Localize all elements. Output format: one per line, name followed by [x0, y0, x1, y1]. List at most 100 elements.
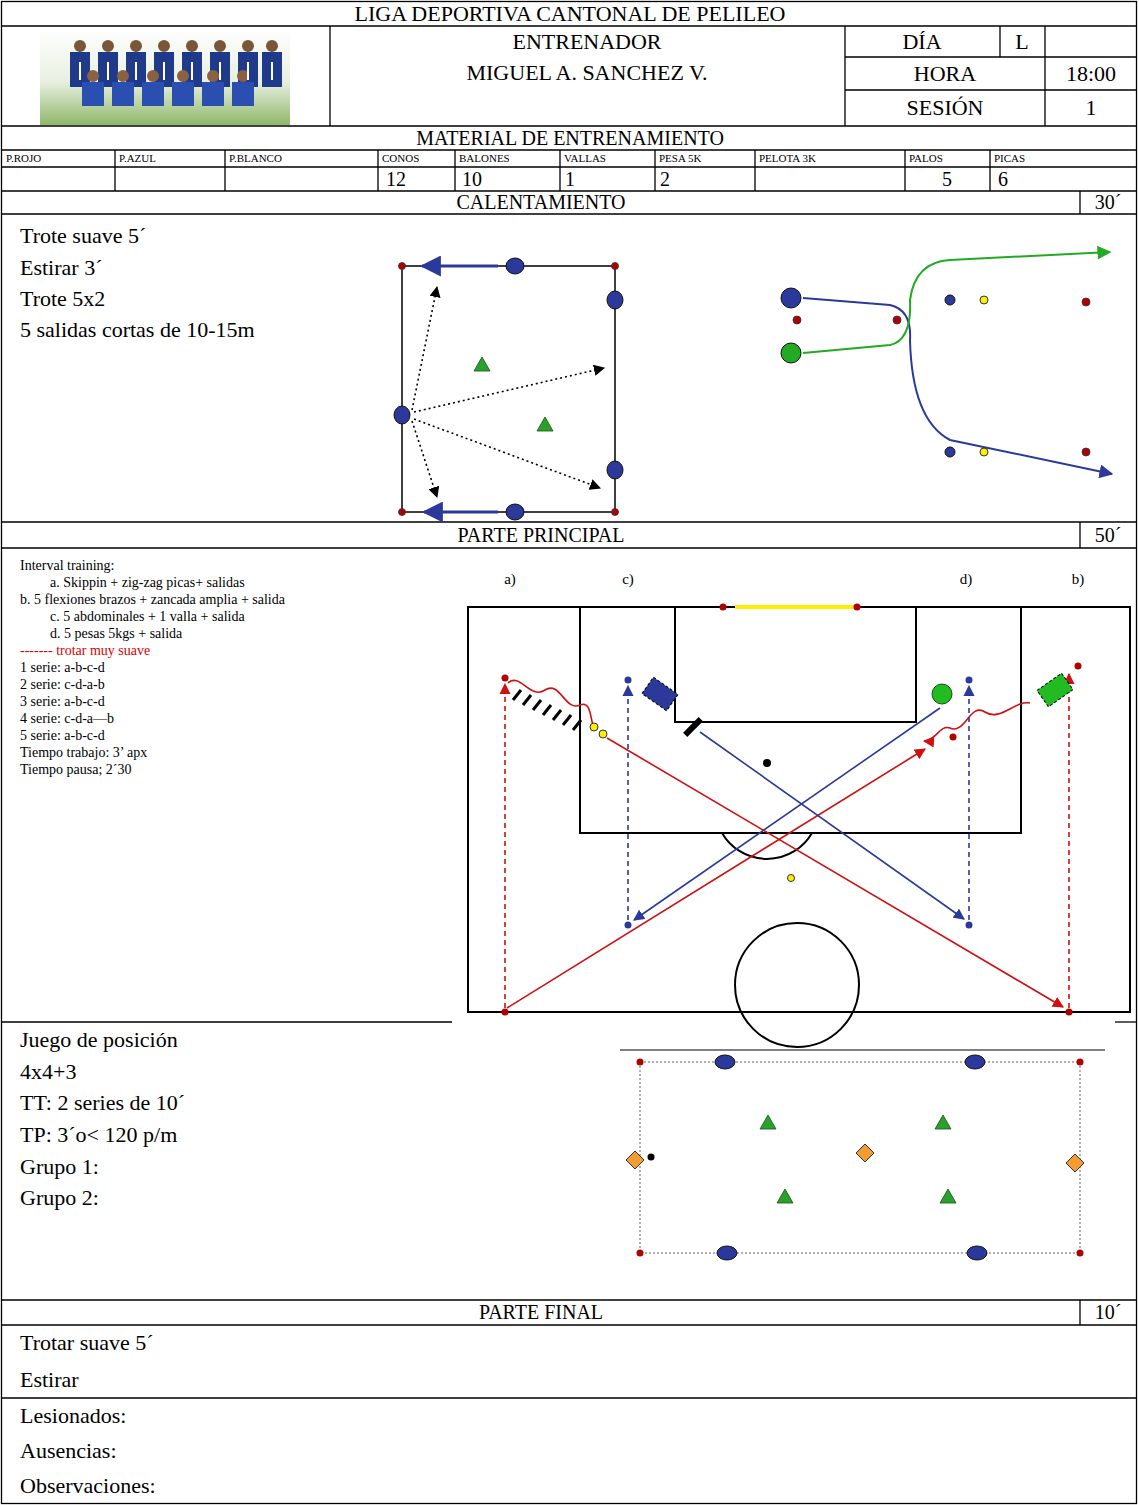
series-text: 4 serie: c-d-a—b [20, 711, 114, 727]
grid-line [2, 149, 1137, 150]
section-heading: CALENTAMIENTO [456, 191, 625, 214]
header-text: HORA [914, 61, 976, 86]
exercise-text: Juego de posición [20, 1027, 178, 1052]
series-text: 5 serie: a-b-c-d [20, 728, 105, 744]
material-count: 6 [998, 168, 1008, 191]
grid-line [904, 150, 905, 191]
grid-line [845, 89, 1137, 90]
goal [735, 605, 855, 609]
interval-field [468, 604, 1130, 1048]
pass-arrow [412, 287, 437, 410]
grid-line [654, 150, 655, 191]
grid-line [989, 150, 990, 191]
grid-line [2, 1299, 1137, 1300]
marker-dot [966, 677, 973, 684]
grid-line [224, 150, 225, 191]
player-figures [82, 82, 254, 106]
drawing-part [399, 263, 619, 516]
cone [1077, 1250, 1084, 1257]
penalty-box [580, 607, 1021, 833]
note-field: Lesionados: [20, 1403, 126, 1428]
grid-line [2, 1324, 1137, 1325]
material-label: PELOTA 3K [759, 152, 816, 165]
warmup-split-drill [781, 252, 1112, 474]
pole [590, 723, 598, 731]
exercise-text: 4x4+3 [20, 1059, 76, 1084]
center-circle [735, 923, 859, 1047]
joker-diamond [626, 1151, 644, 1169]
header-value: 18:00 [1066, 61, 1116, 86]
team-photo [40, 29, 290, 125]
exercise-text: Trote 5x2 [20, 286, 105, 311]
cone [502, 1009, 509, 1016]
pass-arrow [412, 421, 437, 497]
material-label: VALLAS [564, 152, 606, 165]
header-text: SESIÓN [906, 95, 983, 120]
note-field: Observaciones: [20, 1473, 156, 1498]
legend-note: ------- trotar muy suave [20, 643, 150, 659]
goal-area [675, 607, 916, 722]
cone [893, 316, 901, 324]
goal-post [720, 604, 727, 611]
drill-area [402, 266, 615, 512]
agility-ladder [513, 690, 581, 730]
defender-triangle [940, 1189, 956, 1203]
material-label: BALONES [459, 152, 510, 165]
exercise-mat [1037, 673, 1073, 707]
exercise-text: TT: 2 series de 10´ [20, 1090, 185, 1115]
photo-background [40, 29, 290, 125]
exercise-text: Estirar 3´ [20, 255, 102, 280]
marker-dot [625, 922, 632, 929]
material-count: 5 [942, 168, 952, 191]
grid-line [377, 150, 378, 191]
shirt-stripes [80, 62, 272, 80]
grid-line [2, 213, 1137, 214]
drawing-part [625, 677, 973, 929]
grid-line [754, 150, 755, 191]
grid-line [1044, 26, 1045, 126]
marker-dot [945, 447, 955, 457]
station-letter: d) [960, 571, 973, 588]
header-value: L [1015, 29, 1028, 54]
ball [648, 1154, 655, 1161]
timing-text: Tiempo pausa; 2´30 [20, 762, 131, 778]
cone [1075, 663, 1082, 670]
grid-line [2, 166, 1137, 167]
material-count: 12 [386, 168, 406, 191]
station-letter: b) [1072, 571, 1085, 588]
penalty-spot [763, 759, 771, 767]
cone [502, 675, 509, 682]
cone [1082, 448, 1090, 456]
drawing-part [793, 298, 1090, 456]
hurdle [683, 717, 703, 737]
drawing-part [626, 1144, 1084, 1172]
exercise-mat [642, 677, 678, 711]
exercise-text: Trote suave 5´ [20, 223, 146, 248]
exercise-text: TP: 3´o< 120 p/m [20, 1122, 177, 1147]
ladder-rung [563, 715, 571, 725]
warmup-square-drill [394, 258, 623, 520]
cone [793, 316, 801, 324]
field-outline [468, 607, 1130, 1012]
header-text: ENTRENADOR [512, 29, 661, 54]
grid-line [1079, 1300, 1080, 1325]
cone [950, 734, 957, 741]
section-heading: MATERIAL DE ENTRENAMIENTO [416, 127, 724, 150]
grid-line [1115, 1021, 1137, 1022]
grid-line [844, 26, 845, 126]
player [781, 288, 801, 308]
joker-diamond [1066, 1154, 1084, 1172]
sprint-arrow [607, 738, 1063, 1007]
exercise-text: a. Skippin + zig-zag picas+ salidas [50, 575, 245, 591]
position-game [620, 1050, 1105, 1260]
drawing-part [394, 258, 623, 520]
drawing-part [637, 1059, 1084, 1257]
cone [399, 263, 406, 270]
grid-line [2, 521, 1137, 522]
cone [399, 509, 406, 516]
player [394, 406, 410, 424]
exercise-text: b. 5 flexiones brazos + zancada amplia +… [20, 592, 285, 608]
